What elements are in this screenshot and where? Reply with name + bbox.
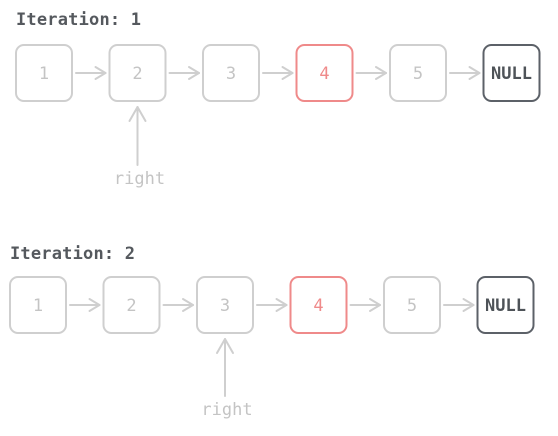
node-box — [108, 44, 167, 102]
list-node-1: 1 — [9, 276, 67, 334]
right-pointer-arrow — [216, 338, 234, 397]
next-arrow — [162, 298, 194, 312]
node-label: 4 — [313, 296, 323, 316]
node-label: 1 — [33, 296, 43, 316]
node-box — [289, 276, 348, 334]
node-box — [15, 44, 73, 102]
next-arrow — [443, 298, 475, 312]
node-label: 5 — [413, 64, 423, 84]
pointer-label: right — [201, 400, 252, 420]
list-node-4: 4 — [289, 276, 348, 334]
list-node-3: 3 — [196, 276, 254, 334]
node-box — [196, 276, 254, 334]
right-pointer-arrow — [128, 106, 147, 166]
list-node-3: 3 — [202, 44, 260, 102]
null-node: NULL — [476, 276, 535, 334]
next-arrow — [355, 66, 387, 80]
node-label: 3 — [220, 296, 230, 316]
node-box — [389, 44, 447, 102]
node-label: NULL — [485, 296, 526, 316]
list-node-5: 5 — [389, 44, 447, 102]
list-node-2: 2 — [108, 44, 167, 102]
node-label: NULL — [491, 64, 532, 84]
list-node-4: 4 — [295, 44, 354, 102]
node-label: 4 — [319, 64, 329, 84]
list-node-5: 5 — [383, 276, 441, 334]
node-label: 5 — [407, 296, 417, 316]
iteration-2-list: 1 2 3 4 5 NULL right — [9, 276, 535, 420]
iteration-1-heading: Iteration: 1 — [16, 10, 142, 30]
node-box — [202, 44, 260, 102]
list-node-2: 2 — [102, 276, 161, 334]
next-arrow — [449, 66, 481, 80]
list-node-1: 1 — [15, 44, 73, 102]
next-arrow — [262, 66, 294, 80]
iteration-2-heading: Iteration: 2 — [10, 244, 136, 264]
next-arrow — [256, 298, 288, 312]
node-label: 1 — [39, 64, 49, 84]
next-arrow — [168, 66, 200, 80]
node-box — [9, 276, 67, 334]
node-box — [295, 44, 354, 102]
node-label: 2 — [126, 296, 136, 316]
iteration-1-list: 1 2 3 4 5 NULL right — [15, 44, 541, 189]
node-label: 3 — [226, 64, 236, 84]
node-label: 2 — [132, 64, 142, 84]
node-box — [102, 276, 161, 334]
null-node: NULL — [482, 44, 541, 102]
node-box — [482, 44, 541, 102]
pointer-label: right — [114, 169, 165, 189]
node-box — [383, 276, 441, 334]
next-arrow — [75, 66, 107, 80]
next-arrow — [69, 298, 101, 312]
node-box — [476, 276, 535, 334]
next-arrow — [349, 298, 381, 312]
